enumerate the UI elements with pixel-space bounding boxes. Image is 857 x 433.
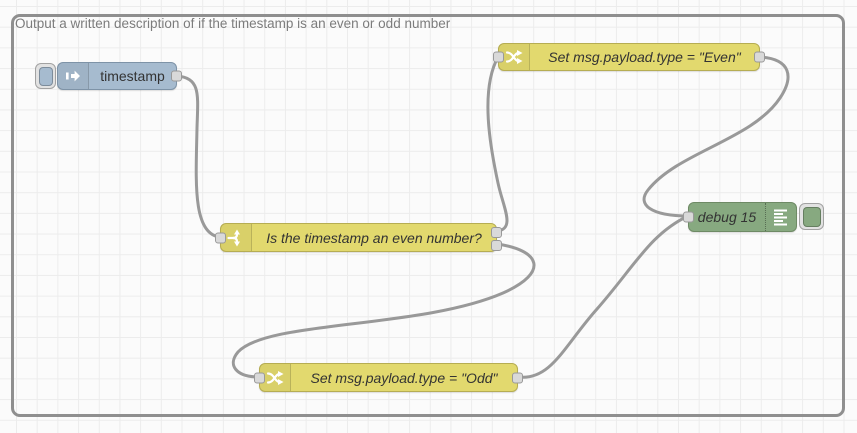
wire-switch-to-change-odd[interactable] xyxy=(231,242,536,379)
node-label: debug 15 xyxy=(697,209,757,225)
switch-icon-area xyxy=(221,224,252,251)
node-label: Is the timestamp an even number? xyxy=(266,229,482,246)
debug-toggle-button-inner xyxy=(802,206,821,227)
port-output-2[interactable] xyxy=(491,239,502,251)
wire-change-odd-to-debug[interactable] xyxy=(516,214,690,379)
switch-fork-icon xyxy=(227,229,240,246)
node-label: Set msg.payload.type = "Even" xyxy=(548,49,741,65)
port-input[interactable] xyxy=(215,232,226,243)
port-input[interactable] xyxy=(254,372,265,383)
change-swap-icon xyxy=(266,370,284,385)
port-input[interactable] xyxy=(683,211,694,223)
debug-icon-area xyxy=(765,203,796,231)
node-change-set-odd[interactable]: Set msg.payload.type = "Odd" xyxy=(254,363,523,392)
node-switch-even-check[interactable]: Is the timestamp an even number? xyxy=(215,223,502,252)
port-output[interactable] xyxy=(171,70,182,82)
node-label: Set msg.payload.type = "Odd" xyxy=(310,369,498,386)
wire-switch-to-change-even[interactable] xyxy=(486,55,509,233)
inject-trigger-button[interactable] xyxy=(35,63,56,89)
change-icon-area xyxy=(260,364,291,391)
wire-change-even-to-debug[interactable] xyxy=(642,55,790,218)
debug-output-icon xyxy=(774,209,787,226)
node-label: timestamp xyxy=(100,68,165,84)
port-output-1[interactable] xyxy=(491,226,502,238)
wire-inject-to-switch[interactable] xyxy=(175,74,222,239)
port-input[interactable] xyxy=(493,51,504,63)
flow-comment: Output a written description of if the t… xyxy=(15,16,451,31)
port-output[interactable] xyxy=(754,51,765,63)
inject-arrow-icon xyxy=(66,70,80,82)
inject-icon-area xyxy=(58,63,89,89)
inject-trigger-button-inner xyxy=(38,66,53,86)
debug-toggle-button[interactable] xyxy=(799,203,824,230)
change-swap-icon xyxy=(505,50,523,64)
node-change-set-even[interactable]: Set msg.payload.type = "Even" xyxy=(493,43,765,71)
change-icon-area xyxy=(499,44,530,70)
node-inject-timestamp[interactable]: timestamp xyxy=(57,62,182,90)
node-debug-15[interactable]: debug 15 xyxy=(683,202,797,232)
port-output[interactable] xyxy=(512,372,523,383)
